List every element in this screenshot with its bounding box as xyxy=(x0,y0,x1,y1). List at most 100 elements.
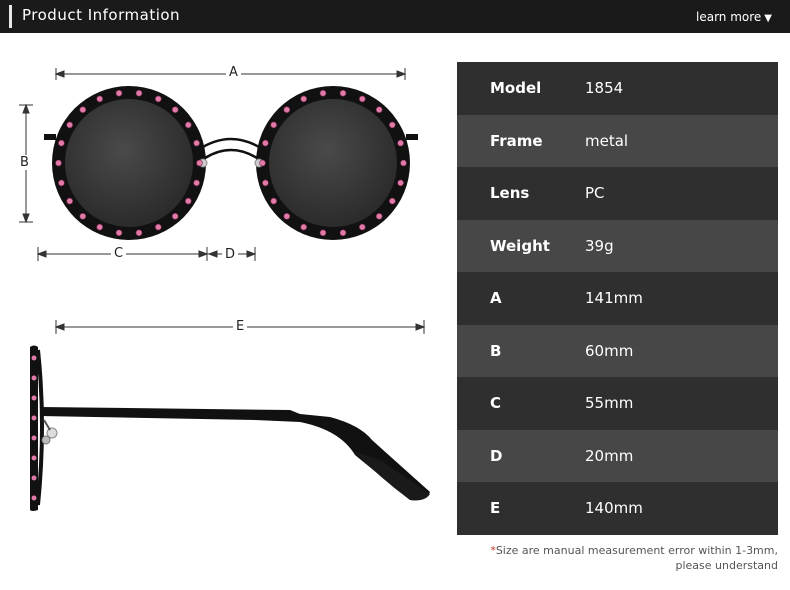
rhinestone xyxy=(135,89,143,97)
rhinestone xyxy=(66,121,73,129)
rhinestone xyxy=(31,435,37,441)
rhinestone xyxy=(283,106,291,113)
rhinestone xyxy=(31,415,37,421)
side-rhinestones xyxy=(31,355,37,501)
rhinestone xyxy=(115,229,123,237)
rhinestone xyxy=(155,95,162,103)
rhinestone xyxy=(339,229,347,237)
rhinestone xyxy=(31,495,37,501)
spec-row-c: C 55mm xyxy=(457,377,778,430)
rhinestone xyxy=(339,89,347,97)
note-asterisk: * xyxy=(490,544,496,557)
header-bar: Product Information learn more▼ xyxy=(0,0,790,33)
note-line-1: Size are manual measurement error within… xyxy=(495,544,778,557)
rhinestone xyxy=(400,159,407,167)
spec-value: 140mm xyxy=(585,499,643,518)
rhinestone xyxy=(185,121,192,129)
spec-label: E xyxy=(490,499,501,518)
rhinestone xyxy=(31,475,37,481)
rhinestone xyxy=(58,179,65,187)
rhinestone xyxy=(79,213,87,220)
rhinestone xyxy=(283,213,291,220)
rhinestone xyxy=(270,197,278,205)
spec-value: 20mm xyxy=(585,446,634,465)
rhinestone xyxy=(31,455,37,461)
rhinestone xyxy=(270,121,278,129)
rhinestone xyxy=(375,213,383,220)
rhinestone xyxy=(31,355,37,361)
spec-value: PC xyxy=(585,184,605,203)
rhinestone xyxy=(262,139,269,147)
spec-row-d: D 20mm xyxy=(457,429,778,482)
rhinestone xyxy=(388,197,396,205)
rhinestone xyxy=(259,159,266,167)
dimension-label-e: E xyxy=(233,319,248,334)
dimension-label-c: C xyxy=(111,246,127,261)
dimension-label-b: B xyxy=(17,155,32,170)
measurement-note: *Size are manual measurement error withi… xyxy=(458,543,778,573)
glasses-bridge xyxy=(197,137,265,160)
rhinestones xyxy=(55,89,407,237)
rhinestone xyxy=(397,179,404,187)
right-lens xyxy=(256,86,410,240)
rhinestone xyxy=(262,179,269,187)
rhinestone xyxy=(55,159,62,167)
dimension-label-d: D xyxy=(222,247,239,262)
spec-value: metal xyxy=(585,131,629,150)
rhinestone xyxy=(358,223,366,231)
rhinestone xyxy=(388,121,396,129)
rhinestone xyxy=(79,106,87,113)
rhinestone xyxy=(135,229,143,237)
spec-label: C xyxy=(490,394,502,413)
rhinestone xyxy=(171,106,179,113)
triangle-down-icon: ▼ xyxy=(764,13,772,24)
spec-label: Model xyxy=(490,79,542,98)
spec-label: B xyxy=(490,341,502,360)
spec-value: 55mm xyxy=(585,394,634,413)
spec-row-model: Model 1854 xyxy=(457,62,778,115)
rhinestone xyxy=(193,179,200,187)
rhinestone xyxy=(375,106,383,113)
left-hinge xyxy=(44,134,56,140)
rhinestone xyxy=(185,197,192,205)
rhinestone xyxy=(358,95,366,103)
learn-more-label: learn more xyxy=(696,10,762,24)
left-lens xyxy=(52,86,206,240)
spec-row-a: A 141mm xyxy=(457,272,778,325)
rhinestone xyxy=(319,229,327,237)
rhinestone xyxy=(31,375,37,381)
rhinestone xyxy=(96,223,103,231)
rhinestone xyxy=(196,159,203,167)
spec-value: 60mm xyxy=(585,341,634,360)
rhinestone xyxy=(319,89,327,97)
spec-label: D xyxy=(490,446,503,465)
right-hinge xyxy=(406,134,418,140)
spec-label: Frame xyxy=(490,131,543,150)
spec-label: Weight xyxy=(490,236,550,255)
spec-row-weight: Weight 39g xyxy=(457,219,778,272)
spec-row-frame: Frame metal xyxy=(457,114,778,167)
rhinestone xyxy=(96,95,103,103)
rhinestone xyxy=(300,95,308,103)
spec-value: 1854 xyxy=(585,79,624,98)
side-view-glasses xyxy=(30,345,430,511)
rhinestone xyxy=(155,223,162,231)
spec-table: Model 1854 Frame metal Lens PC Weight 39… xyxy=(457,62,778,535)
rhinestone xyxy=(193,139,200,147)
rhinestone xyxy=(66,197,73,205)
rhinestone xyxy=(115,89,123,97)
page-title: Product Information xyxy=(22,6,181,24)
spec-value: 141mm xyxy=(585,289,643,308)
dimension-label-a: A xyxy=(226,65,241,80)
learn-more-link[interactable]: learn more▼ xyxy=(696,10,772,24)
rhinestone xyxy=(58,139,65,147)
note-line-2: please understand xyxy=(675,559,779,572)
spec-row-lens: Lens PC xyxy=(457,167,778,220)
spec-row-b: B 60mm xyxy=(457,324,778,377)
spec-label: A xyxy=(490,289,502,308)
spec-row-e: E 140mm xyxy=(457,482,778,535)
rhinestone xyxy=(300,223,308,231)
rhinestone xyxy=(171,213,179,220)
spec-value: 39g xyxy=(585,236,614,255)
